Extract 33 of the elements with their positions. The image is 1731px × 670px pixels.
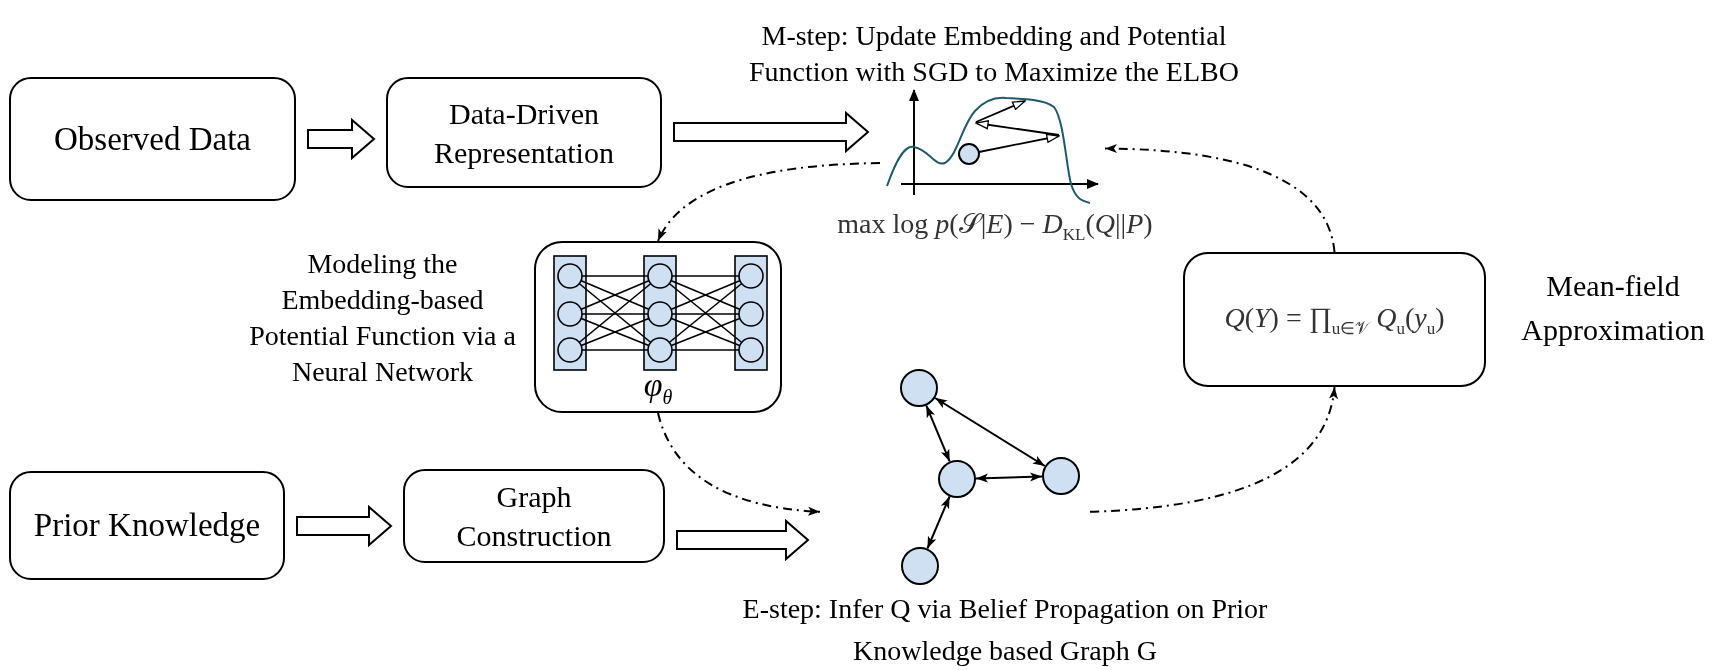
box-text: Graph Construction [455, 479, 613, 554]
process-box [9, 77, 296, 201]
caption-text: Mean-field Approximation [1520, 268, 1706, 348]
graph-node-circle [900, 369, 938, 407]
formula-text: max log p(𝒮|E) − D$_{KL}$(Q||P) [836, 207, 1154, 246]
step-heading: M-step: Update Embedding and Potential Function with SGD to Maximize the ELBO [748, 19, 1240, 89]
caption-text: Modeling the Embedding-based Potential Function via a Neural Network [248, 247, 517, 389]
box-text: Observed Data [54, 119, 251, 159]
double-arrow [926, 495, 951, 550]
box-text: Data-Driven Representation [433, 95, 615, 171]
neural-network-box [534, 241, 782, 413]
block-arrow [673, 110, 870, 154]
block-arrow [296, 504, 393, 548]
formula-box [1183, 252, 1486, 387]
box-text: Prior Knowledge [33, 506, 261, 546]
dash-dot-arrow [1104, 144, 1336, 253]
block-arrow [676, 518, 810, 562]
process-box [403, 469, 665, 563]
double-arrow [925, 404, 951, 463]
graph-node-circle [901, 547, 939, 585]
graph-node-circle [938, 460, 976, 498]
process-box [9, 471, 285, 580]
formula-text: Q(Y) = ∏$_{u∈𝒱}$ Q$_{u}$(y$_{u}$) [1224, 300, 1445, 340]
dash-dot-arrow [657, 412, 821, 516]
dash-dot-arrow [657, 162, 881, 242]
dash-dot-arrow [1089, 386, 1337, 513]
graph-node-circle [1042, 457, 1080, 495]
block-arrow [307, 117, 376, 161]
double-arrow [934, 397, 1046, 467]
parameter-symbol: φ$_{θ}$ [642, 365, 674, 409]
step-heading: E-step: Infer Q via Belief Propagation on Prior Knowledge based Graph G [741, 592, 1269, 668]
process-box [386, 77, 662, 188]
double-arrow [975, 472, 1043, 483]
